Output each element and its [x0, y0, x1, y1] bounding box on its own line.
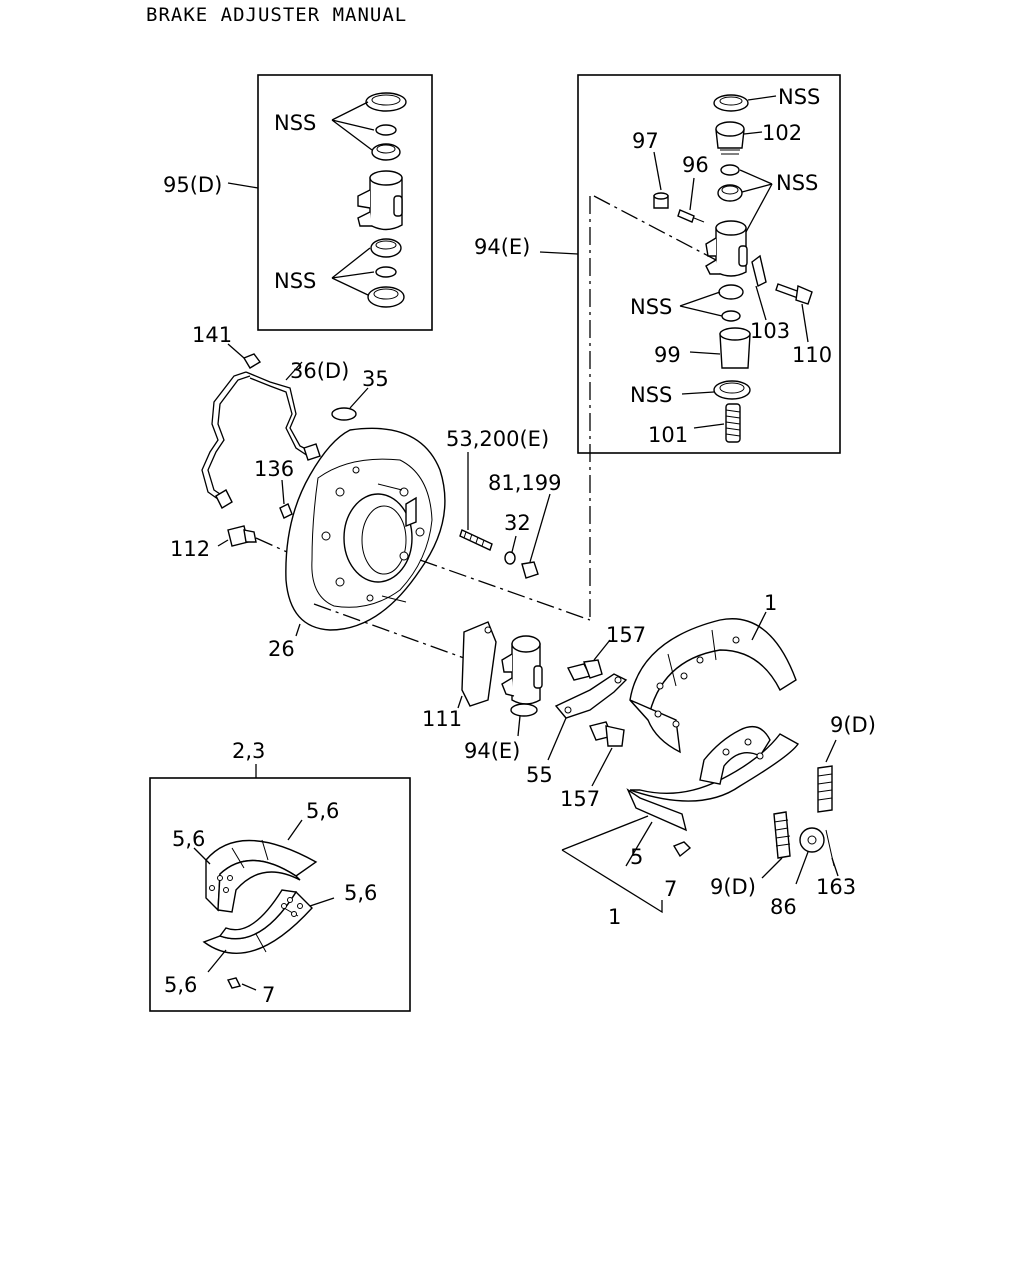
label-nss: NSS [630, 295, 672, 319]
wheel-cylinder-group [457, 621, 628, 787]
inset-box-94e: NSS 102 97 96 NSS NSS 103 110 99 NSS 101 [539, 74, 841, 454]
label-32: 32 [504, 511, 531, 535]
label-163: 163 [816, 875, 856, 899]
label-95d: 95(D) [163, 173, 222, 197]
label-94e: 94(E) [464, 739, 520, 763]
label-1: 1 [608, 905, 621, 929]
inset-box-95d: NSS NSS [227, 74, 433, 331]
label-157: 157 [560, 787, 600, 811]
page-title: BRAKE ADJUSTER MANUAL [146, 4, 408, 26]
label-7: 7 [664, 877, 677, 901]
label-35: 35 [362, 367, 389, 391]
label-111: 111 [422, 707, 462, 731]
stud-nut-group [459, 196, 591, 620]
label-94e: 94(E) [474, 235, 530, 259]
label-96: 96 [682, 153, 709, 177]
label-102: 102 [762, 121, 802, 145]
label-103: 103 [750, 319, 790, 343]
label-nss: NSS [778, 85, 820, 109]
label-112: 112 [170, 537, 210, 561]
label-55: 55 [526, 763, 553, 787]
label-5-6: 5,6 [344, 881, 377, 905]
label-136: 136 [254, 457, 294, 481]
label-nss: NSS [274, 269, 316, 293]
label-9d: 9(D) [830, 713, 876, 737]
label-5-6: 5,6 [306, 799, 339, 823]
label-7: 7 [262, 983, 275, 1007]
label-97: 97 [632, 129, 659, 153]
label-36d: 36(D) [290, 359, 349, 383]
label-26: 26 [268, 637, 295, 661]
label-5-6: 5,6 [164, 973, 197, 997]
brake-shoe-group [561, 611, 839, 914]
label-86: 86 [770, 895, 797, 919]
label-2-3: 2,3 [232, 739, 265, 763]
label-5-6: 5,6 [172, 827, 205, 851]
label-81-199: 81,199 [488, 471, 561, 495]
label-101: 101 [648, 423, 688, 447]
inset-box-linings: 5,6 5,6 5,6 5,6 7 [149, 764, 411, 1012]
label-157: 157 [606, 623, 646, 647]
label-5: 5 [630, 845, 643, 869]
label-53-200e: 53,200(E) [446, 427, 549, 451]
label-9d: 9(D) [710, 875, 756, 899]
label-99: 99 [654, 343, 681, 367]
label-nss: NSS [274, 111, 316, 135]
label-nss: NSS [630, 383, 672, 407]
label-1: 1 [764, 591, 777, 615]
label-nss: NSS [776, 171, 818, 195]
label-110: 110 [792, 343, 832, 367]
backing-plate-assembly [201, 343, 591, 659]
label-141: 141 [192, 323, 232, 347]
